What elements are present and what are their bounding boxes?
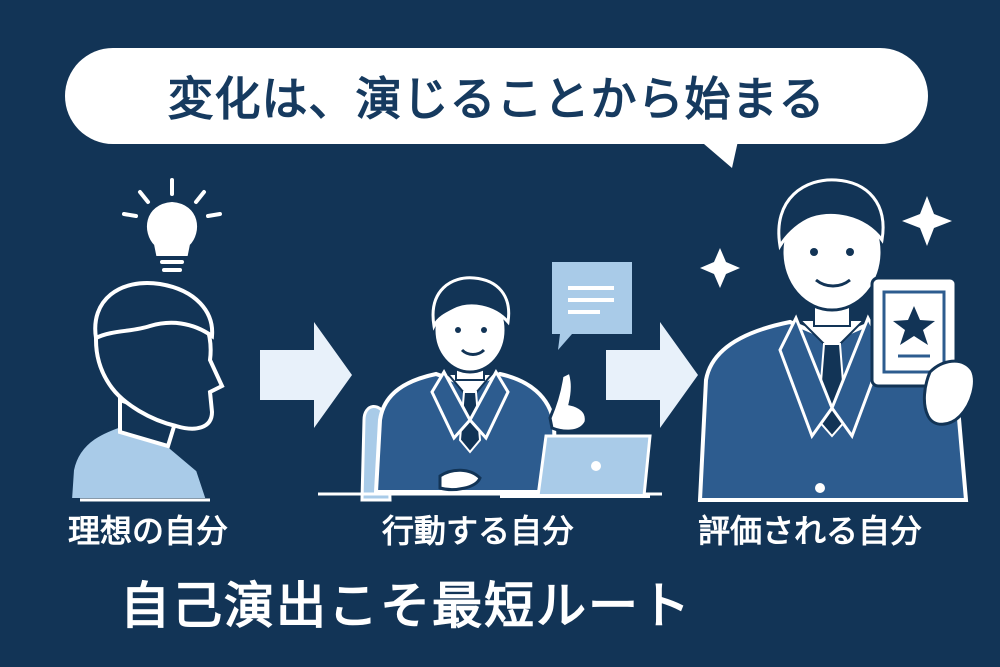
sparkle-icon <box>700 196 952 288</box>
acting-self-figure <box>318 276 662 502</box>
laptop-icon <box>500 434 652 498</box>
lightbulb-icon <box>122 178 222 272</box>
stage-label-evaluated: 評価される自分 <box>698 512 923 550</box>
arrow-right-icon <box>606 322 698 428</box>
speech-bubble-tail <box>690 132 740 168</box>
arrow-right-icon <box>260 322 352 428</box>
stage-label-action: 行動する自分 <box>382 512 575 550</box>
chat-bubble-icon <box>552 262 632 350</box>
stage-label-ideal: 理想の自分 <box>68 512 229 550</box>
ideal-self-figure <box>67 281 225 502</box>
speech-bubble <box>65 48 928 144</box>
star-certificate-icon <box>870 276 976 426</box>
footer-title: 自己演出こそ最短ルート <box>120 577 692 635</box>
headline: 変化は、演じることから始まる <box>167 72 826 126</box>
